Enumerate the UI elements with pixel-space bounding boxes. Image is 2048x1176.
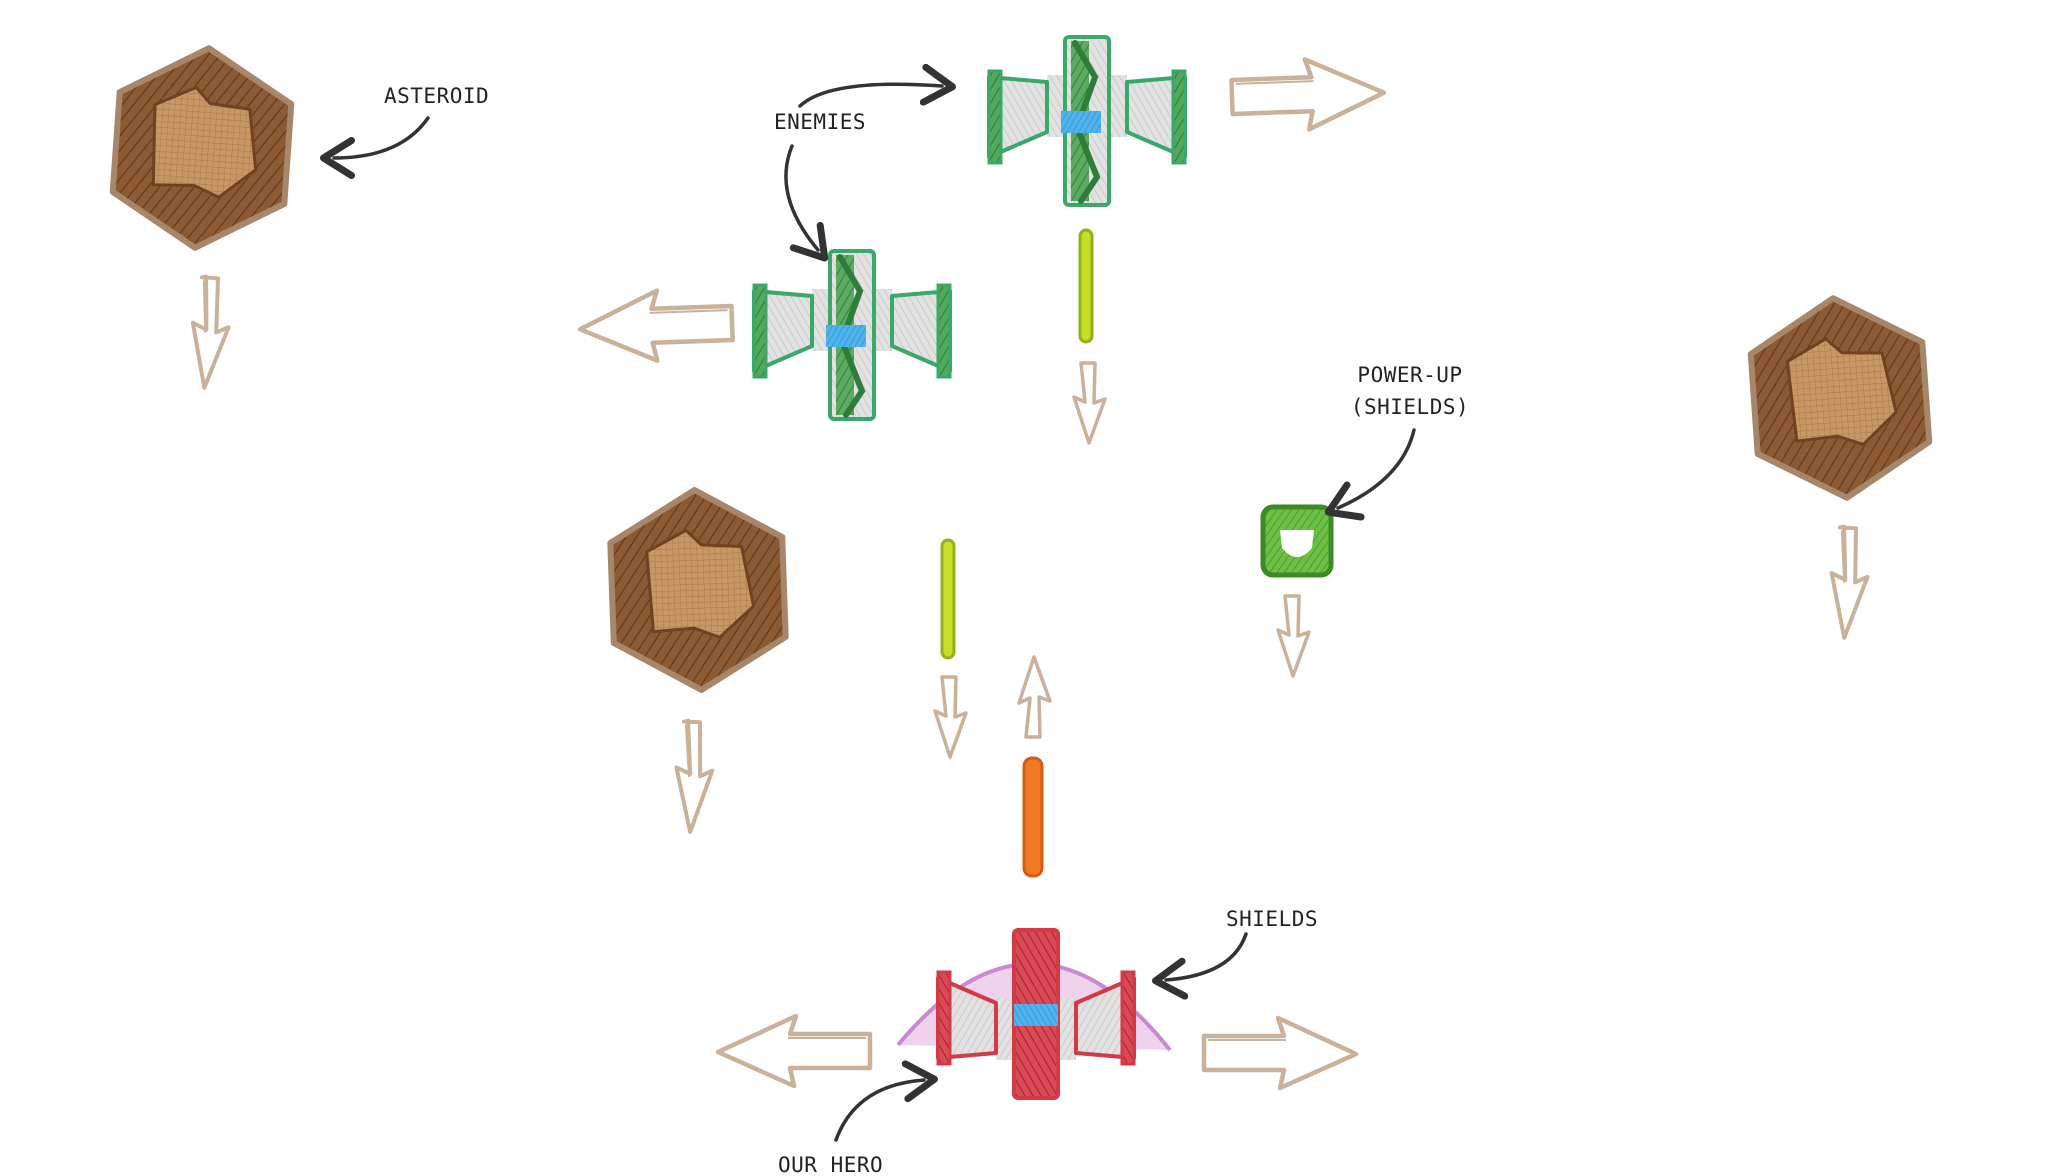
asteroid-middle xyxy=(609,487,788,833)
asteroid-right xyxy=(1747,292,1933,639)
enemy-laser-top xyxy=(1072,228,1107,445)
hero-ship-icon xyxy=(936,928,1136,1100)
curved-pointer-arrow-icon xyxy=(320,116,430,179)
curved-pointer-arrow-icon xyxy=(834,1060,938,1142)
curved-pointer-arrow-icon xyxy=(784,144,829,262)
enemy-motion-left-arrow xyxy=(579,288,733,363)
hexagon-asteroid-icon xyxy=(609,487,788,693)
enemies-label: ENEMIES xyxy=(774,110,866,134)
laser-motion-up-arrow xyxy=(1017,655,1052,739)
asteroid-motion-down-arrow xyxy=(1828,526,1870,639)
hero-motion-left-arrow xyxy=(718,1016,870,1086)
cockpit xyxy=(1061,111,1101,133)
enemy-ship-left xyxy=(752,249,952,421)
enemy-laser-middle xyxy=(933,538,968,759)
hexagon-asteroid-icon xyxy=(109,42,295,254)
powerup-shields xyxy=(1260,504,1334,678)
curved-pointer-arrow-icon xyxy=(798,63,956,108)
hexagon-asteroid-icon xyxy=(1747,292,1933,504)
powerup-label-line1: POWER-UP xyxy=(1357,363,1462,387)
hero-motion-right-arrow xyxy=(1204,1018,1356,1088)
asteroid-motion-down-arrow xyxy=(674,720,714,832)
powerup-motion-down-arrow xyxy=(1276,594,1311,678)
curved-pointer-arrow-icon xyxy=(1152,932,1248,1000)
curved-pointer-arrow-icon xyxy=(1324,428,1416,521)
shields-label: SHIELDS xyxy=(1226,907,1318,931)
asteroid-top-left xyxy=(109,42,295,392)
enemy-ship-top xyxy=(987,35,1187,207)
laser-motion-down-arrow xyxy=(933,675,968,759)
powerup-label-line2: (SHIELDS) xyxy=(1351,395,1469,419)
hero-group xyxy=(718,928,1356,1100)
hero-label: OUR HERO xyxy=(778,1153,883,1176)
cockpit xyxy=(1014,1004,1058,1026)
enemy-motion-right-arrow xyxy=(1231,57,1385,132)
cockpit xyxy=(826,325,866,347)
asteroid-label: ASTEROID xyxy=(384,84,489,108)
laser-motion-down-arrow xyxy=(1072,361,1107,445)
asteroid-motion-down-arrow xyxy=(186,273,235,392)
hero-laser xyxy=(1017,655,1052,878)
